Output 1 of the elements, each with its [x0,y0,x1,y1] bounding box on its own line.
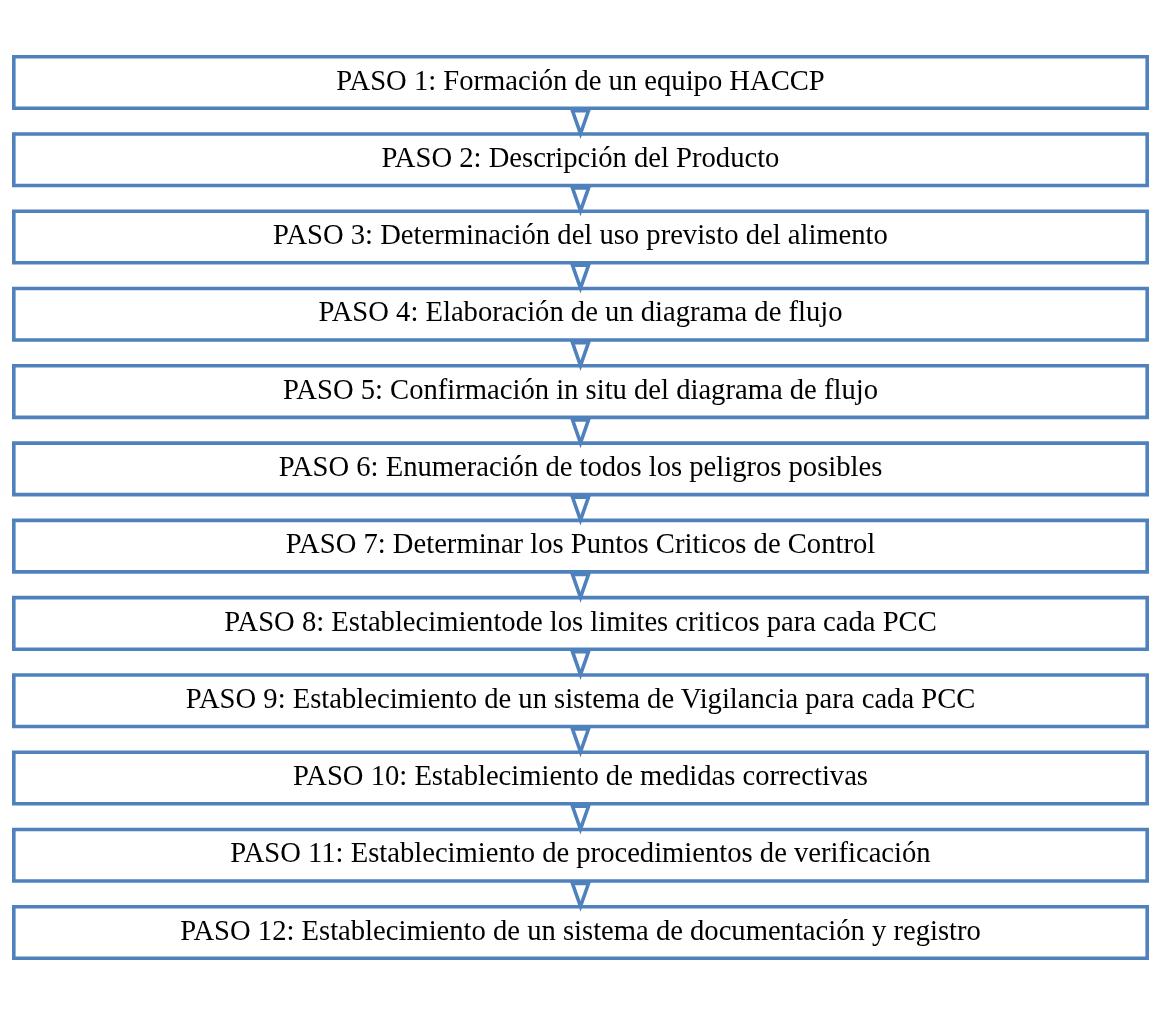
node-box: PASO 12: Establecimiento de un sistema de documentación y registro [12,904,1149,960]
